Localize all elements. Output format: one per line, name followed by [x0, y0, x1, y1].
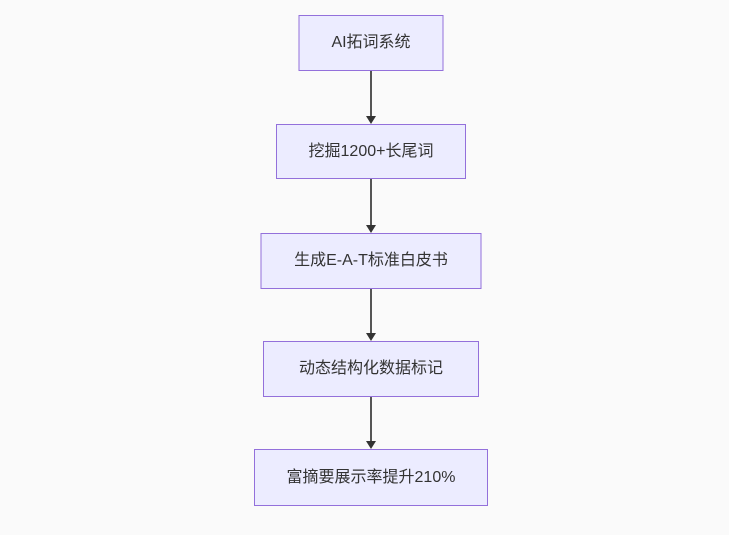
arrowhead-down-icon: [366, 333, 376, 341]
edge-line-3: [370, 289, 372, 333]
flow-node-eat-whitepaper: 生成E-A-T标准白皮书: [260, 233, 482, 289]
arrowhead-down-icon: [366, 225, 376, 233]
flow-node-label: 生成E-A-T标准白皮书: [294, 252, 448, 269]
flow-node-ai-keyword-system: AI拓词系统: [298, 15, 444, 71]
flow-node-rich-snippet-result: 富摘要展示率提升210%: [254, 449, 488, 506]
flow-node-label: 动态结构化数据标记: [298, 360, 443, 377]
flow-node-label: 富摘要展示率提升210%: [286, 468, 456, 486]
flow-node-label: AI拓词系统: [331, 34, 411, 51]
flow-node-label: 挖掘1200+长尾词: [308, 142, 434, 160]
flow-node-longtail-keywords: 挖掘1200+长尾词: [276, 124, 466, 179]
edge-line-1: [370, 71, 372, 117]
flow-node-structured-data: 动态结构化数据标记: [263, 341, 479, 397]
arrowhead-down-icon: [366, 116, 376, 124]
edge-line-2: [370, 179, 372, 225]
edge-line-4: [370, 397, 372, 441]
arrowhead-down-icon: [366, 441, 376, 449]
